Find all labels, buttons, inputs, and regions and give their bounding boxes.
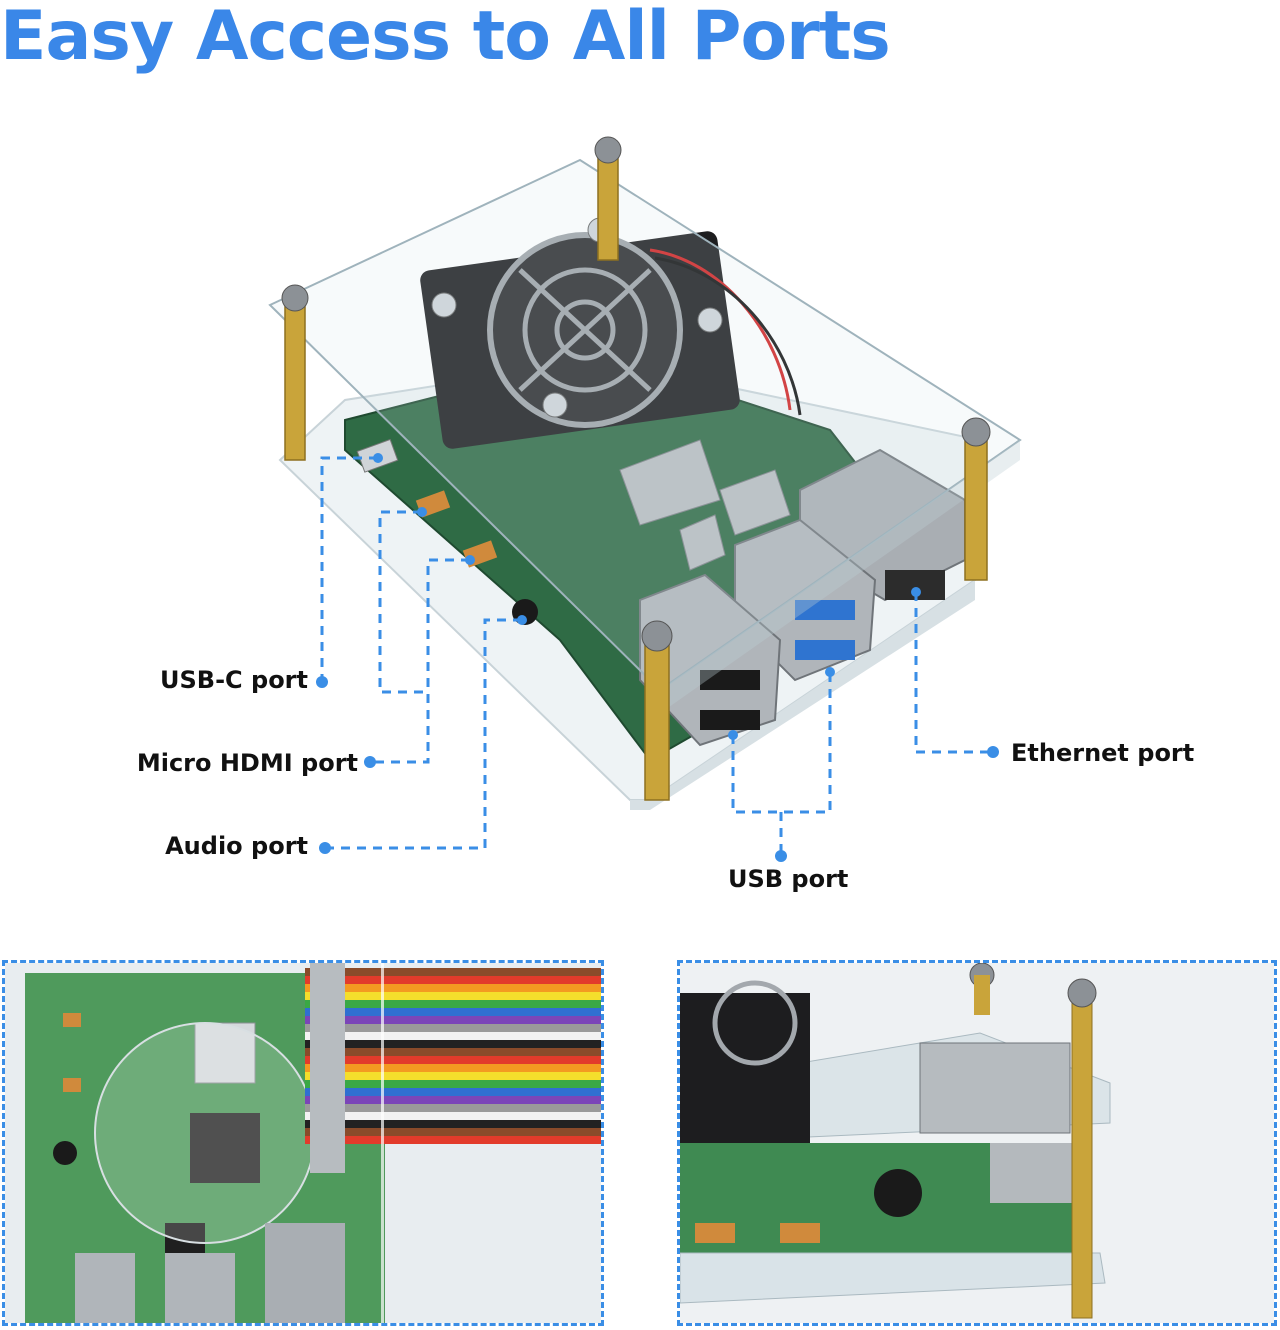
ethernet-port-label: Ethernet port [1011,739,1195,767]
case-side-detail [677,960,1277,1326]
audio-port-label: Audio port [165,832,308,860]
top-acrylic-plate [268,158,1022,692]
page-title: Easy Access to All Ports [0,0,891,76]
case-main-photo [268,136,1022,862]
micro-hdmi-port-label: Micro HDMI port [136,749,358,777]
brass-standoffs [284,149,988,801]
usb2-jack [639,573,782,747]
rainbow-ribbon-cable [305,968,601,1144]
heatsink-small [719,469,791,536]
heatsink-chip [679,514,726,571]
heatsink-large [619,439,721,526]
gpio-ribbon-detail [2,960,604,1326]
usb-c-port-label: USB-C port [160,666,308,694]
callout-dots [316,453,999,862]
case-side-photo [680,963,1274,1323]
usb-port-label: USB port [728,865,849,893]
callout-lines [320,456,993,856]
gpio-ribbon-photo [5,963,601,1323]
